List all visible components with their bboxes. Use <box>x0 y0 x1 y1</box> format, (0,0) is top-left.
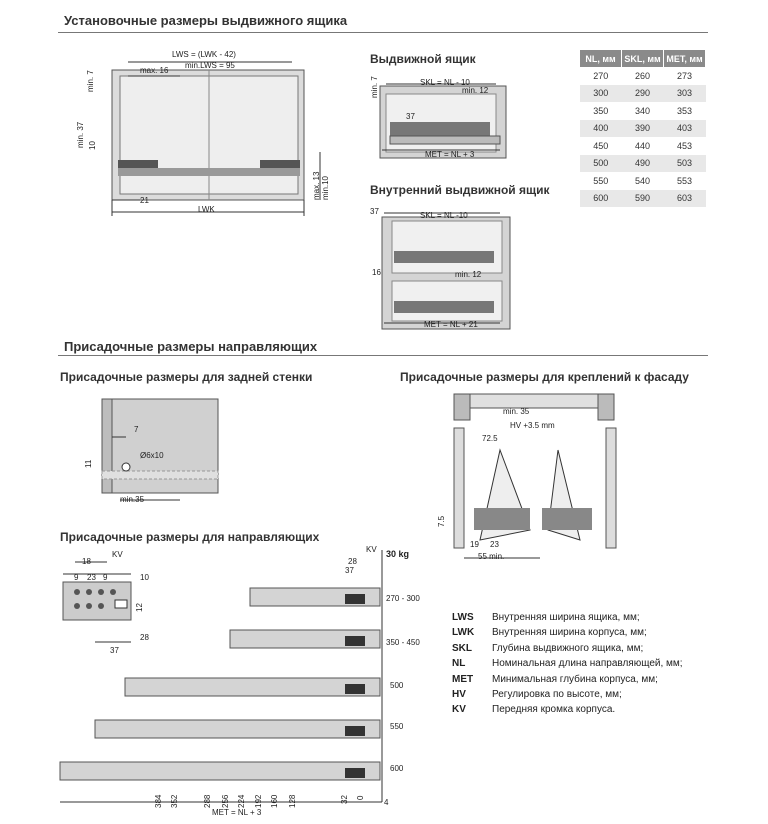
dim-lws: LWS = (LWK - 42) <box>172 50 236 59</box>
subtitle-rear-wall: Присадочные размеры для задней стенки <box>60 370 313 384</box>
dim-37c: 37 <box>110 646 119 655</box>
dim-max13: max. 13 <box>312 171 321 200</box>
dim-7: 7 <box>134 425 139 434</box>
x-tick: 160 <box>270 794 279 808</box>
col-skl: SKL, мм <box>621 50 664 67</box>
load-rating: 30 kg <box>386 549 410 559</box>
dim-37: 37 <box>406 112 415 121</box>
x-tick: 224 <box>237 794 246 808</box>
subtitle-front-fix: Присадочные размеры для креплений к фаса… <box>400 370 689 384</box>
dim-9b: 9 <box>103 573 108 582</box>
rail-length-4: 550 <box>390 722 404 731</box>
x-tick: 32 <box>340 795 349 804</box>
front-fix-drawing <box>453 393 617 559</box>
rail-detail-drawing <box>62 561 132 643</box>
dim-min10: min.10 <box>321 175 330 200</box>
dim-10: 10 <box>88 141 97 150</box>
dim-72-5: 72.5 <box>482 434 498 443</box>
inner-drawer-drawing <box>381 212 511 330</box>
dim-55min: 55 min. <box>478 552 505 561</box>
drawer-drawing <box>379 83 507 159</box>
x-tick: 192 <box>254 794 263 808</box>
subtitle-drawer: Выдвижной ящик <box>370 52 476 66</box>
rail-length-2: 350 - 450 <box>386 638 420 647</box>
divider <box>58 355 708 356</box>
dim-hv: HV +3.5 mm <box>510 421 555 430</box>
dim-18: 18 <box>82 557 91 566</box>
dim-9a: 9 <box>74 573 79 582</box>
dim-met3: MET = NL + 3 <box>425 150 475 159</box>
dim-min7b: min. 7 <box>370 76 379 98</box>
install-front-drawing <box>111 61 321 216</box>
dim-28: 28 <box>140 633 149 642</box>
x-tick: 288 <box>203 794 212 808</box>
section-install-title: Установочные размеры выдвижного ящика <box>64 13 348 28</box>
dim-37d: 37 <box>345 566 354 575</box>
dim-7-5: 7.5 <box>437 515 446 527</box>
dim-hole: Ø6x10 <box>140 451 164 460</box>
dim-kv2: KV <box>366 545 377 554</box>
rail-length-5: 600 <box>390 764 404 773</box>
dim-min35: min.35 <box>120 495 145 504</box>
dim-16: 16 <box>372 268 381 277</box>
dim-max16: max. 16 <box>140 66 169 75</box>
x-tick: 352 <box>170 794 179 808</box>
dim-lwk: LWK <box>198 205 215 214</box>
rails-set-drawing <box>59 550 383 803</box>
x-tick: 0 <box>356 795 365 800</box>
dim-min7: min. 7 <box>86 70 95 92</box>
dim-10b: 10 <box>140 573 149 582</box>
rear-wall-drawing <box>101 398 219 501</box>
divider <box>58 32 708 33</box>
subtitle-inner-drawer: Внутренний выдвижной ящик <box>370 183 550 197</box>
dim-min35b: min. 35 <box>503 407 530 416</box>
x-tick: 384 <box>154 794 163 808</box>
dim-skl-10: SKL = NL - 10 <box>420 78 470 87</box>
dim-19: 19 <box>470 540 479 549</box>
col-met: MET, мм <box>663 50 706 67</box>
section-drill-title: Присадочные размеры направляющих <box>64 339 318 354</box>
dim-37b: 37 <box>370 207 379 216</box>
dim-met21: MET = NL + 21 <box>424 320 478 329</box>
dim-4: 4 <box>384 798 389 807</box>
rail-length-3: 500 <box>390 681 404 690</box>
dim-23b: 23 <box>87 573 96 582</box>
rail-length-1: 270 - 300 <box>386 594 420 603</box>
dim-11: 11 <box>84 459 93 468</box>
x-tick: 128 <box>288 794 297 808</box>
dim-met-bottom: MET = NL + 3 <box>212 808 262 817</box>
x-tick: 256 <box>221 794 230 808</box>
dim-min-lws: min.LWS = 95 <box>185 61 235 70</box>
dim-skl-10b: SKL = NL -10 <box>420 211 468 220</box>
dim-kv: KV <box>112 550 123 559</box>
dim-23: 23 <box>490 540 499 549</box>
dim-min12b: min. 12 <box>455 270 482 279</box>
col-nl: NL, мм <box>580 50 622 67</box>
subtitle-rails: Присадочные размеры для направляющих <box>60 530 320 544</box>
dim-min12: min. 12 <box>462 86 489 95</box>
dim-28b: 28 <box>348 557 357 566</box>
dim-min37: min. 37 <box>76 121 85 148</box>
dim-21: 21 <box>140 196 149 205</box>
